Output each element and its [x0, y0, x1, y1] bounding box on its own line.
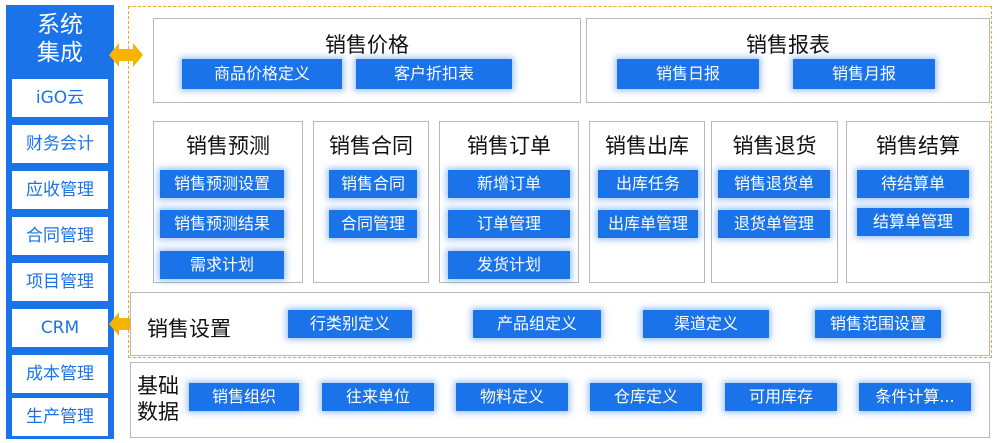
counterparty-button[interactable]: 往来单位	[322, 383, 434, 411]
base-data-title-line2: 数据	[137, 400, 179, 424]
sidebar-item-cost[interactable]: 成本管理	[12, 355, 108, 393]
settlement-management-button[interactable]: 结算单管理	[857, 208, 969, 236]
available-stock-button[interactable]: 可用库存	[725, 383, 837, 411]
sidebar-item-contracts[interactable]: 合同管理	[12, 217, 108, 255]
sidebar-item-production[interactable]: 生产管理	[12, 398, 108, 436]
new-order-button[interactable]: 新增订单	[448, 170, 570, 198]
sales-contract-button[interactable]: 销售合同	[329, 170, 417, 198]
outbound-task-button[interactable]: 出库任务	[598, 170, 698, 198]
sales-daily-report-button[interactable]: 销售日报	[617, 59, 759, 89]
base-data-title: 基础 数据	[137, 373, 179, 425]
sales-settlement-title: 销售结算	[876, 134, 960, 158]
sidebar-title-line1: 系统	[37, 12, 83, 38]
sidebar-title-line2: 集成	[37, 40, 83, 66]
sales-settings-panel: 销售设置 行类别定义 产品组定义 渠道定义 销售范围设置	[130, 292, 990, 356]
sales-monthly-report-button[interactable]: 销售月报	[793, 59, 935, 89]
sidebar-item-finance[interactable]: 财务会计	[12, 125, 108, 163]
sales-report-panel: 销售报表 销售日报 销售月报	[586, 18, 990, 103]
contract-management-button[interactable]: 合同管理	[329, 210, 417, 238]
product-group-definition-button[interactable]: 产品组定义	[473, 310, 601, 338]
sidebar-item-crm[interactable]: CRM	[12, 309, 108, 347]
customer-discount-button[interactable]: 客户折扣表	[356, 59, 512, 89]
base-data-panel: 基础 数据 销售组织 往来单位 物料定义 仓库定义 可用库存 条件计算...	[130, 362, 990, 438]
sales-module-frame	[128, 6, 992, 358]
sales-return-panel: 销售退货 销售退货单 退货单管理	[711, 121, 838, 283]
sidebar-title: 系统 集成	[6, 5, 114, 71]
sales-settings-title: 销售设置	[147, 317, 231, 341]
return-order-management-button[interactable]: 退货单管理	[718, 210, 830, 238]
line-category-definition-button[interactable]: 行类别定义	[288, 310, 412, 338]
demand-plan-button[interactable]: 需求计划	[160, 251, 284, 279]
outbound-order-management-button[interactable]: 出库单管理	[598, 210, 698, 238]
sales-forecast-title: 销售预测	[186, 134, 270, 158]
double-arrow-icon	[109, 43, 143, 67]
sales-forecast-settings-button[interactable]: 销售预测设置	[160, 170, 284, 198]
sidebar-item-projects[interactable]: 项目管理	[12, 263, 108, 301]
sales-price-panel: 销售价格 商品价格定义 客户折扣表	[153, 18, 581, 103]
sidebar-item-igo[interactable]: iGO云	[12, 79, 108, 117]
pending-settlement-button[interactable]: 待结算单	[857, 170, 969, 198]
sales-outbound-panel: 销售出库 出库任务 出库单管理	[589, 121, 705, 283]
sales-report-title: 销售报表	[746, 33, 830, 57]
sales-forecast-panel: 销售预测 销售预测设置 销售预测结果 需求计划	[153, 121, 303, 283]
condition-calculation-button[interactable]: 条件计算...	[859, 383, 971, 411]
sales-return-order-button[interactable]: 销售退货单	[718, 170, 830, 198]
shipping-plan-button[interactable]: 发货计划	[448, 251, 570, 279]
sales-order-panel: 销售订单 新增订单 订单管理 发货计划	[439, 121, 579, 283]
sales-price-title: 销售价格	[325, 33, 409, 57]
channel-definition-button[interactable]: 渠道定义	[643, 310, 769, 338]
sales-outbound-title: 销售出库	[605, 134, 689, 158]
material-definition-button[interactable]: 物料定义	[456, 383, 568, 411]
sales-forecast-results-button[interactable]: 销售预测结果	[160, 210, 284, 238]
sales-contract-title: 销售合同	[329, 134, 413, 158]
sales-contract-panel: 销售合同 销售合同 合同管理	[313, 121, 429, 283]
warehouse-definition-button[interactable]: 仓库定义	[590, 383, 702, 411]
base-data-title-line1: 基础	[137, 374, 179, 398]
sales-settlement-panel: 销售结算 待结算单 结算单管理	[846, 121, 990, 283]
sidebar: 系统 集成 iGO云 财务会计 应收管理 合同管理 项目管理 CRM 成本管理 …	[6, 5, 114, 439]
product-price-definition-button[interactable]: 商品价格定义	[182, 59, 342, 89]
sales-order-title: 销售订单	[467, 134, 551, 158]
sales-organization-button[interactable]: 销售组织	[189, 383, 299, 411]
sales-scope-settings-button[interactable]: 销售范围设置	[815, 310, 941, 338]
sales-return-title: 销售退货	[732, 134, 817, 158]
order-management-button[interactable]: 订单管理	[448, 210, 570, 238]
sidebar-item-receivables[interactable]: 应收管理	[12, 171, 108, 209]
